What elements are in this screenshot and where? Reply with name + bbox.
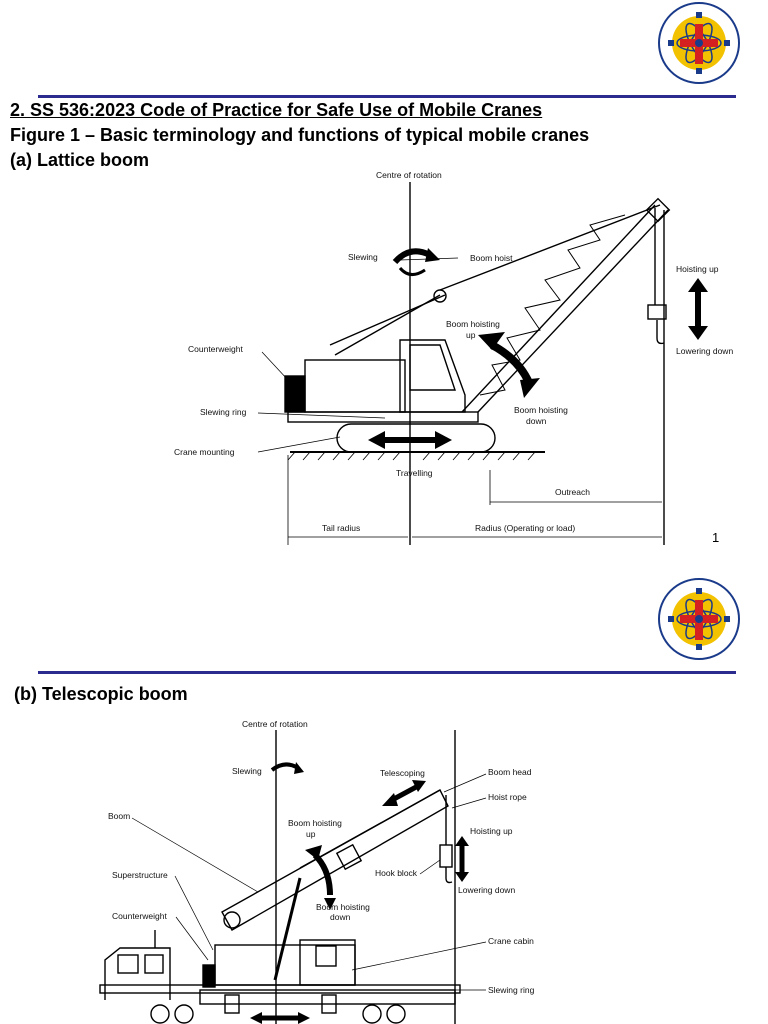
figure-title: Figure 1 – Basic terminology and functio… [10,125,590,145]
label-boom-hoisting-up-b-2: up [306,829,316,839]
label-boom-hoisting-up-b-1: Boom hoisting [288,818,342,828]
label-centre-of-rotation: Centre of rotation [376,170,442,180]
ies-logo-icon [658,578,740,660]
header-rule [38,95,736,98]
page-number: 1 [712,530,720,545]
cabin [399,339,466,413]
lattice-boom-crane-diagram: Centre of rotation Slewing Boom hoist Ho… [174,170,733,545]
label-boom-hoisting-down-b-1: Boom hoisting [316,902,370,912]
figure-subtitle-b: (b) Telescopic boom [14,684,188,704]
label-slewing-b: Slewing [232,766,262,776]
label-hook-block: Hook block [375,868,418,878]
label-boom-head: Boom head [488,767,532,777]
header-rule-2 [38,671,736,674]
label-superstructure: Superstructure [112,870,168,880]
figure-subtitle: (a) Lattice boom [10,150,150,170]
label-counterweight-b: Counterweight [112,911,167,921]
label-boom-hoisting-down-1: Boom hoisting [514,405,568,415]
label-radius: Radius (Operating or load) [475,523,575,533]
label-counterweight: Counterweight [188,344,243,354]
label-crane-cabin: Crane cabin [488,936,534,946]
page-heading: 2. SS 536:2023 Code of Practice for Safe… [10,100,543,120]
label-centre-of-rotation-b: Centre of rotation [242,719,308,729]
crawler-track [336,423,496,453]
label-telescoping: Telescoping [380,768,425,778]
label-slewing-ring-b: Slewing ring [488,985,535,995]
label-slewing: Slewing [348,252,378,262]
counterweight-block [284,375,306,413]
label-tail-radius: Tail radius [322,523,360,533]
label-crane-mounting: Crane mounting [174,447,235,457]
label-boom-hoist: Boom hoist [470,253,513,263]
label-boom-hoisting-up-2: up [466,330,476,340]
ies-logo-icon [658,2,740,84]
label-lowering-down-b: Lowering down [458,885,515,895]
label-boom-hoisting-down-2: down [526,416,547,426]
label-slewing-ring: Slewing ring [200,407,247,417]
label-hoisting-up-b: Hoisting up [470,826,513,836]
label-boom: Boom [108,811,130,821]
label-boom-hoisting-down-b-2: down [330,912,351,922]
label-outreach: Outreach [555,487,590,497]
label-lowering-down: Lowering down [676,346,733,356]
label-travelling: Travelling [396,468,433,478]
label-boom-hoisting-up-1: Boom hoisting [446,319,500,329]
label-hoist-rope: Hoist rope [488,792,527,802]
label-hoisting-up: Hoisting up [676,264,719,274]
